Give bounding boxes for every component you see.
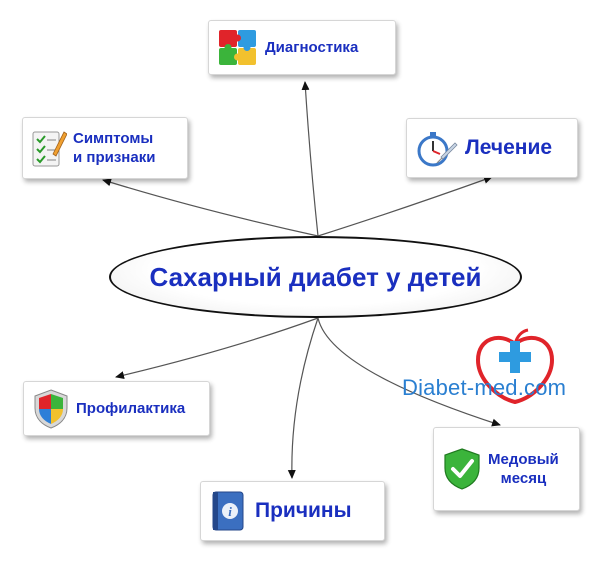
medical-cross-apple-icon	[475, 328, 555, 405]
center-topic: Сахарный диабет у детей	[109, 236, 522, 318]
connector-prevention	[115, 317, 319, 380]
node-honeymoon-line2: месяц	[500, 470, 547, 487]
node-honeymoon-label: Медовый месяц	[488, 450, 559, 489]
info-book-icon: i	[212, 491, 244, 531]
green-check-shield-icon	[444, 448, 480, 490]
shield-icon	[34, 388, 68, 429]
checklist-icon	[32, 131, 67, 167]
connector-treatment	[317, 175, 493, 237]
connector-causes	[287, 317, 319, 479]
connector-diagnostics	[301, 81, 319, 237]
node-causes-label: Причины	[255, 499, 352, 523]
node-honeymoon[interactable]: Медовый месяц	[433, 427, 580, 511]
node-prevention-label: Профилактика	[76, 399, 186, 417]
puzzle-icon	[219, 29, 256, 65]
watermark-text: Diabet-med.com	[402, 375, 567, 400]
node-diagnostics-label: Диагностика	[265, 38, 359, 56]
stopwatch-syringe-icon	[417, 132, 458, 167]
node-symptoms[interactable]: Симптомы и признаки	[22, 117, 188, 179]
node-diagnostics[interactable]: Диагностика	[208, 20, 396, 75]
center-topic-label: Сахарный диабет у детей	[149, 261, 482, 292]
node-causes[interactable]: i Причины	[200, 481, 385, 541]
node-symptoms-label: Симптомы и признаки	[73, 129, 155, 168]
node-symptoms-line2: и признаки	[73, 149, 156, 166]
node-symptoms-line1: Симптомы	[73, 129, 154, 147]
node-prevention[interactable]: Профилактика	[23, 381, 210, 436]
node-treatment-label: Лечение	[465, 136, 553, 160]
node-treatment[interactable]: Лечение	[406, 118, 578, 178]
watermark: Diabet-med.com	[402, 328, 600, 423]
node-honeymoon-line1: Медовый	[488, 450, 559, 468]
connector-symptoms	[102, 178, 319, 237]
svg-text:i: i	[228, 504, 232, 519]
connector-honeymoon	[317, 317, 501, 427]
